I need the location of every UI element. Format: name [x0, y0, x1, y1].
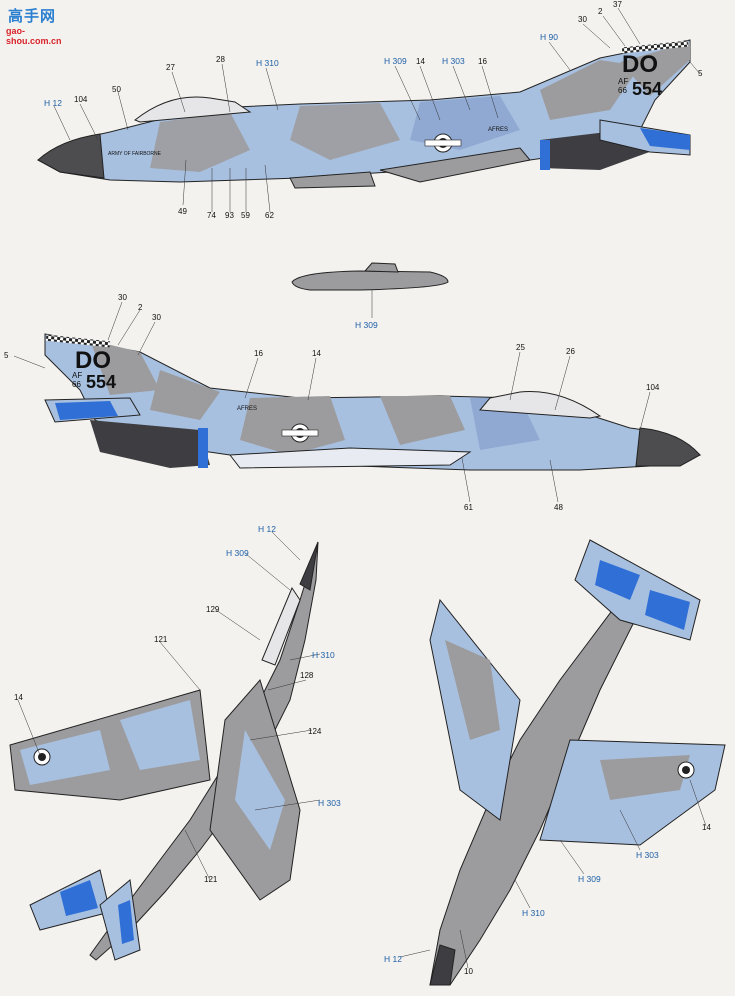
callouts-view3 [17, 531, 321, 881]
label-5-a: 5 [698, 69, 703, 78]
label-H90: H 90 [540, 32, 558, 42]
label-14-b: 14 [312, 349, 321, 358]
tail-serial-right: 554 [86, 372, 116, 392]
label-14-c: 14 [14, 693, 23, 702]
label-H12-b: H 12 [258, 524, 276, 534]
label-49: 49 [178, 207, 187, 216]
label-74: 74 [207, 211, 216, 220]
label-H310-c: H 310 [522, 908, 545, 918]
tail-code-right: DO [75, 347, 111, 374]
tail-prefix-bottom-left: 66 [618, 86, 627, 95]
callouts-view1 [53, 7, 701, 213]
label-H309-tank: H 309 [355, 320, 378, 330]
label-H310-a: H 310 [256, 58, 279, 68]
label-H309-c: H 309 [578, 874, 601, 884]
label-2-a: 2 [598, 7, 603, 16]
label-62: 62 [265, 211, 274, 220]
label-28: 28 [216, 55, 225, 64]
label-37: 37 [613, 0, 622, 9]
label-H12-c: H 12 [384, 954, 402, 964]
label-121-b: 121 [204, 875, 218, 884]
tail-prefix-top-left: AF [618, 77, 628, 86]
label-50: 50 [112, 85, 121, 94]
label-48: 48 [554, 503, 563, 512]
top-nose [299, 541, 319, 591]
label-128: 128 [300, 671, 314, 680]
label-2-b: 2 [138, 303, 143, 312]
top-canopy [261, 586, 301, 666]
drop-tank: H 309 [291, 262, 449, 330]
label-104-a: 104 [74, 95, 88, 104]
label-H12-a: H 12 [44, 98, 62, 108]
tail-code-left: DO [622, 51, 658, 78]
left-profile-view: DO AF 66 554 AFRES ARMY OF FAIRBORNE [37, 39, 691, 189]
canopy-left [134, 96, 252, 123]
callouts-view4 [399, 779, 707, 969]
callout-labels-view2: 5 30 2 30 16 14 25 26 104 61 48 [4, 293, 660, 512]
tail-serial-left: 554 [632, 79, 662, 99]
label-14-a: 14 [416, 57, 425, 66]
watermark-brand: 高手网 [8, 7, 57, 25]
label-H303-a: H 303 [442, 56, 465, 66]
label-104-b: 104 [646, 383, 660, 392]
fuselage-text-left: AFRES [488, 127, 508, 133]
fuselage-text-right: AFRES [237, 406, 257, 412]
label-14-d: 14 [702, 823, 711, 832]
label-121-a: 121 [154, 635, 168, 644]
label-H309-a: H 309 [384, 56, 407, 66]
label-16-a: 16 [478, 57, 487, 66]
nose-cone-right [635, 427, 701, 467]
label-10: 10 [464, 967, 473, 976]
pylon-text-left: ARMY OF FAIRBORNE [108, 151, 162, 157]
label-25: 25 [516, 343, 525, 352]
top-view [9, 541, 319, 961]
label-26: 26 [566, 347, 575, 356]
wing-right [229, 447, 472, 469]
tail-prefix-top-right: AF [72, 371, 82, 380]
callout-labels-view3: H 12 H 309 129 H 310 128 121 124 H 303 1… [14, 524, 341, 884]
tail-prefix-bottom-right: 66 [72, 380, 81, 389]
label-30-a: 30 [578, 15, 587, 24]
label-27: 27 [166, 63, 175, 72]
label-59: 59 [241, 211, 250, 220]
watermark-url: gao-shou.com.cn [6, 26, 62, 46]
label-H303-b: H 303 [318, 798, 341, 808]
label-31: 30 [152, 313, 161, 322]
label-16-b: 16 [254, 349, 263, 358]
callouts-view2 [13, 301, 651, 503]
callout-labels-view1: H 12 104 50 27 28 H 310 H 309 14 H 303 1… [44, 0, 703, 220]
wing-left [379, 147, 531, 183]
label-H309-b: H 309 [226, 548, 249, 558]
bottom-nose [429, 944, 456, 986]
label-H310-b: H 310 [312, 650, 335, 660]
label-H303-c: H 303 [636, 850, 659, 860]
label-129: 129 [206, 605, 220, 614]
label-93: 93 [225, 211, 234, 220]
right-profile-view: DO AF 66 554 AFRES [44, 333, 702, 471]
nose-cone-left [37, 133, 105, 179]
callout-labels-view4: 14 H 303 H 309 H 310 H 12 10 [384, 823, 711, 976]
bottom-view [429, 539, 726, 986]
label-124: 124 [308, 727, 322, 736]
label-5-b: 5 [4, 351, 9, 360]
label-30-b: 30 [118, 293, 127, 302]
watermark: 高手网 gao-shou.com.cn [4, 2, 74, 46]
label-61: 61 [464, 503, 473, 512]
canopy-right [478, 391, 602, 419]
